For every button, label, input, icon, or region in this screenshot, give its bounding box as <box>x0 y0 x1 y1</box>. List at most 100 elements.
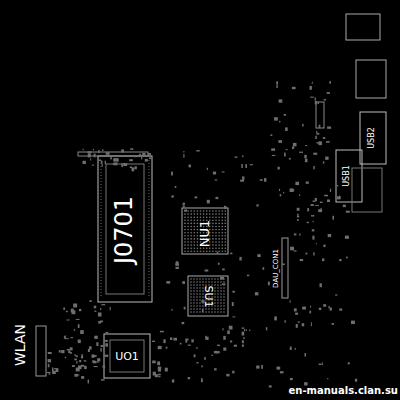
bga-ball <box>194 247 196 249</box>
bga-ball <box>217 302 219 304</box>
smd-part <box>182 281 185 284</box>
bga-ball <box>187 244 189 246</box>
bga-ball <box>217 284 219 286</box>
bga-ball <box>218 220 220 222</box>
bga-ball <box>203 210 205 212</box>
smd-part <box>315 136 317 139</box>
bga-ball <box>225 251 227 253</box>
bga-ball <box>217 278 219 280</box>
bga-ball <box>194 220 196 222</box>
smd-part <box>65 357 67 358</box>
bga-ball <box>187 220 189 222</box>
smd-part <box>97 361 99 363</box>
smd-part <box>90 300 92 302</box>
smd-part <box>74 374 78 377</box>
smd-part <box>180 343 182 345</box>
smd-part <box>243 337 244 339</box>
bga-ball <box>205 278 207 280</box>
bga-ball <box>212 226 214 228</box>
smd-part <box>123 163 127 166</box>
smd-part <box>276 81 278 84</box>
bga-ball <box>212 216 214 218</box>
smd-part <box>175 263 179 266</box>
smd-part <box>78 366 82 370</box>
bga-ball <box>194 216 196 218</box>
smd-part <box>71 309 74 313</box>
bga-ball <box>193 287 195 289</box>
bga-ball <box>197 247 199 249</box>
smd-part <box>196 347 197 349</box>
bga-ball <box>187 210 189 212</box>
smd-part <box>191 339 193 342</box>
smd-part <box>78 324 80 328</box>
bga-ball <box>225 216 227 218</box>
bga-ball <box>215 244 217 246</box>
bga-ball <box>196 293 198 295</box>
smd-part <box>240 180 244 182</box>
smd-part <box>94 366 98 367</box>
bga-ball <box>184 213 186 215</box>
smd-part <box>184 307 186 310</box>
bga-ball <box>197 213 199 215</box>
bga-ball <box>193 284 195 286</box>
smd-part <box>269 385 272 387</box>
smd-part <box>223 336 225 340</box>
smd-part <box>94 154 96 158</box>
bga-ball <box>215 216 217 218</box>
bga-ball <box>193 311 195 313</box>
smd-part <box>316 243 317 244</box>
smd-part <box>88 349 90 352</box>
smd-part <box>337 185 339 187</box>
smd-part <box>295 313 298 315</box>
smd-part <box>155 374 158 377</box>
smd-part <box>323 245 325 248</box>
smd-part <box>70 337 73 338</box>
smd-part <box>298 322 300 323</box>
bga-ball <box>225 235 227 237</box>
smd-part <box>274 316 277 320</box>
bga-ball <box>206 247 208 249</box>
bga-ball <box>212 251 214 253</box>
smd-part <box>263 267 265 270</box>
bga-ball <box>194 235 196 237</box>
smd-part <box>171 172 173 176</box>
smd-part <box>217 345 220 347</box>
smd-part <box>230 341 232 343</box>
smd-part <box>242 155 243 157</box>
bga-ball <box>200 213 202 215</box>
bga-ball <box>214 311 216 313</box>
bga-ball <box>215 220 217 222</box>
bga-ball <box>199 284 201 286</box>
bga-ball <box>221 251 223 253</box>
smd-part <box>88 154 91 157</box>
smd-part <box>299 234 300 236</box>
bga-ball <box>190 305 192 307</box>
smd-part <box>171 309 173 310</box>
smd-part <box>346 211 350 213</box>
smd-part <box>278 140 282 143</box>
bga-ball <box>214 305 216 307</box>
smd-part <box>73 304 77 308</box>
smd-part <box>70 347 73 350</box>
smd-part <box>96 342 98 346</box>
smd-part <box>106 332 109 333</box>
bga-ball <box>217 299 219 301</box>
part-name: USB2 <box>368 127 376 149</box>
smd-part <box>274 117 278 120</box>
smd-part <box>327 200 330 203</box>
bga-ball <box>190 210 192 212</box>
bga-ball <box>203 213 205 215</box>
bga-ball <box>223 311 225 313</box>
smd-part <box>332 216 334 220</box>
bga-ball <box>187 213 189 215</box>
smd-part <box>100 348 101 352</box>
smd-part <box>292 146 294 149</box>
smd-part <box>182 322 185 324</box>
bga-ball <box>190 235 192 237</box>
part-name: WLAN <box>13 324 27 366</box>
bga-ball <box>218 226 220 228</box>
bga-ball <box>223 302 225 304</box>
bga-ball <box>196 290 198 292</box>
smd-part <box>216 197 219 199</box>
bga-ball <box>206 216 208 218</box>
